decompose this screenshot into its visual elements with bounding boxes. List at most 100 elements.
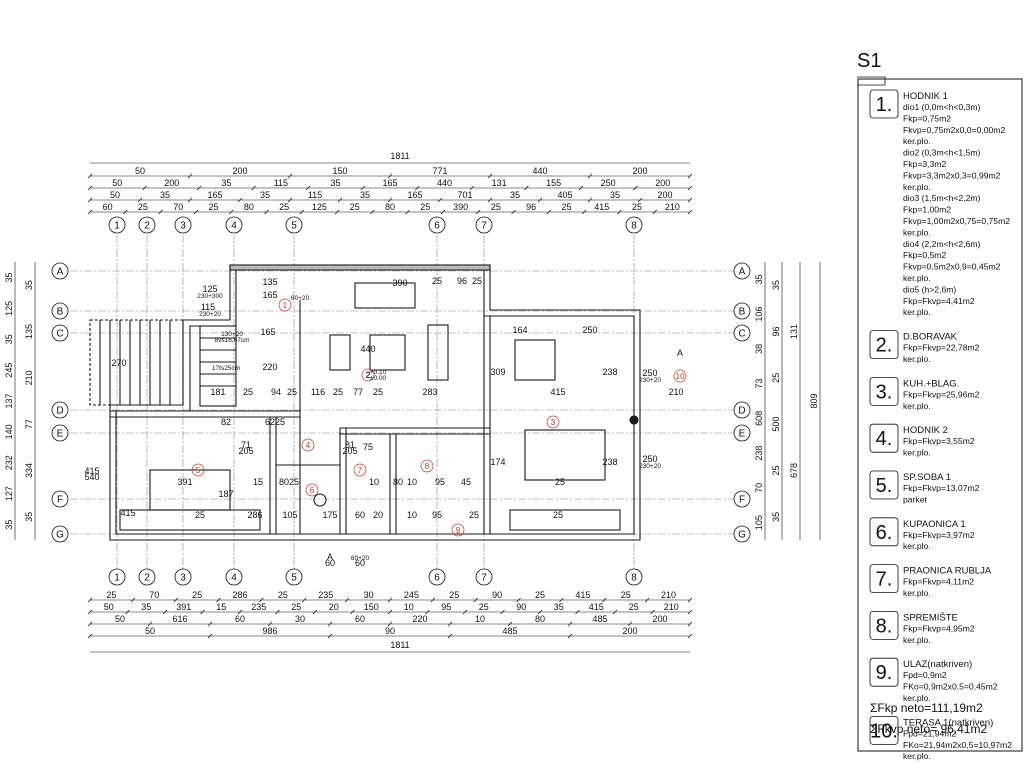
- legend-number: 8.: [876, 615, 893, 637]
- axis-bubble-5: [285, 568, 303, 586]
- interior-dimension-72: 270: [111, 358, 126, 368]
- dim-top-r2-4: 115: [308, 190, 322, 200]
- dim-top-r3-1: 25: [138, 202, 148, 212]
- dim-bottom-r0-5: 235: [318, 590, 333, 600]
- dim-bottom-r3-2: 90: [385, 626, 395, 636]
- sheet-code: S1: [857, 50, 881, 72]
- legend-line: Fpd=0,9m2: [903, 670, 947, 680]
- legend-number: 9.: [876, 662, 893, 684]
- interior-dimension-78: 60+20: [291, 295, 310, 302]
- interior-dimension-6: 125: [202, 284, 217, 294]
- dim-top-r1-1: 200: [164, 178, 179, 188]
- axis-label-7: 7: [481, 573, 487, 584]
- axis-bubble-1: [108, 568, 126, 586]
- dim-bottom-r0-13: 210: [661, 590, 676, 600]
- dim-top-r3-2: 70: [173, 202, 183, 212]
- legend-line: ker.plo.: [903, 401, 931, 411]
- axis-label-D: D: [56, 406, 63, 417]
- dim-bottom-r1-3: 15: [216, 602, 226, 612]
- interior-dimension-56: 25: [195, 510, 205, 520]
- dim-bottom-r0-8: 25: [449, 590, 459, 600]
- dim-bottom-r2-6: 10: [475, 614, 485, 624]
- interior-dimension-1: 25: [432, 276, 442, 286]
- interior-dimension-39: 75: [363, 442, 373, 452]
- dim-bottom-r2-9: 200: [652, 614, 667, 624]
- interior-dimension-58: 105: [282, 510, 297, 520]
- axis-label-3: 3: [180, 221, 186, 232]
- legend-line: Fkp=1,00m2: [903, 205, 951, 215]
- legend-number: 6.: [876, 522, 893, 544]
- dim-right-a-0: 35: [754, 274, 764, 284]
- interior-dimension-26: 25: [333, 387, 343, 397]
- legend-line: Fkp=Fkvp=13,07m2: [903, 483, 980, 493]
- dim-left-a-6: 232: [4, 455, 14, 470]
- dim-bottom-r2-7: 80: [535, 614, 545, 624]
- overall-dimension-top: 1811: [390, 151, 409, 161]
- interior-dimension-30: 415: [550, 387, 565, 397]
- dim-bottom-r2-0: 50: [115, 614, 125, 624]
- dim-left-a-0: 35: [4, 272, 14, 282]
- dim-bottom-r0-7: 245: [404, 590, 419, 600]
- room-number-9: [451, 523, 465, 537]
- axis-label-A: A: [57, 267, 64, 278]
- axis-bubble-F: [51, 490, 69, 508]
- room-number-label-5: 5: [196, 466, 201, 475]
- interior-dimension-69: 8vs16,67cm: [214, 337, 249, 344]
- axis-label-5: 5: [291, 221, 297, 232]
- dim-top-r0-5: 200: [632, 166, 647, 176]
- dim-bottom-r2-8: 485: [592, 614, 607, 624]
- dim-bottom-r1-4: 235: [251, 602, 266, 612]
- legend-line: Fkvp=0,75m2x0,0=0,00m2: [903, 125, 1005, 135]
- overall-dimension-bottom: 1811: [390, 640, 409, 650]
- dim-top-r3-5: 25: [279, 202, 289, 212]
- axis-bubble-4: [225, 216, 243, 234]
- axis-label-B: B: [739, 307, 746, 318]
- interior-dimension-70: 17ts25cm: [212, 365, 240, 372]
- dim-top-r3-10: 390: [453, 202, 468, 212]
- legend-number: 5.: [876, 475, 893, 497]
- dim-bottom-r0-1: 70: [149, 590, 159, 600]
- axis-label-8: 8: [631, 573, 637, 584]
- interior-dimension-11: 164: [512, 325, 527, 335]
- dim-bottom-r3-4: 200: [622, 626, 637, 636]
- dim-left-b-1: 135: [24, 324, 34, 339]
- interior-dimension-55: 415: [120, 508, 135, 518]
- dim-left-b-4: 334: [24, 463, 34, 478]
- axis-bubble-D: [51, 401, 69, 419]
- interior-dimension-67: 540: [84, 472, 99, 482]
- interior-dimension-22: 25: [243, 387, 253, 397]
- interior-dimension-38: 205: [342, 446, 357, 456]
- interior-dimension-32: 82: [221, 417, 231, 427]
- dim-left-b-2: 210: [24, 370, 34, 385]
- building-walls: [89, 264, 641, 541]
- interior-dimension-44: 391: [177, 477, 192, 487]
- interior-dimension-28: 25: [373, 387, 383, 397]
- dim-left-a-4: 137: [4, 393, 14, 408]
- room-number-4: [301, 438, 315, 452]
- axis-bubble-8: [625, 568, 643, 586]
- legend-line: dio3 (1,5m<h<2,2m): [903, 193, 981, 203]
- dim-top-r1-2: 35: [221, 178, 231, 188]
- legend-room-title: ULAZ(natkriven): [903, 659, 972, 670]
- dim-top-r2-2: 165: [207, 190, 222, 200]
- interior-dimension-66: 415: [84, 466, 99, 476]
- axis-label-B: B: [57, 307, 64, 318]
- interior-dimension-62: 10: [407, 510, 417, 520]
- axis-label-E: E: [739, 429, 746, 440]
- axis-bubble-6: [428, 216, 446, 234]
- interior-dimension-14: 309: [490, 367, 505, 377]
- interior-dimension-40: 174: [490, 457, 505, 467]
- interior-dimension-46: 15: [253, 477, 263, 487]
- dim-right-b-4: 25: [771, 465, 781, 475]
- dim-top-r1-0: 50: [112, 178, 122, 188]
- dim-top-r1-5: 165: [382, 178, 397, 188]
- dim-top-r3-9: 25: [420, 202, 430, 212]
- interior-dimension-24: 25: [287, 387, 297, 397]
- interior-dimension-29: 283: [422, 387, 437, 397]
- interior-dimension-23: 94: [271, 387, 281, 397]
- interior-dimension-33: 62: [265, 417, 275, 427]
- dim-right-a-1: 106: [754, 307, 764, 322]
